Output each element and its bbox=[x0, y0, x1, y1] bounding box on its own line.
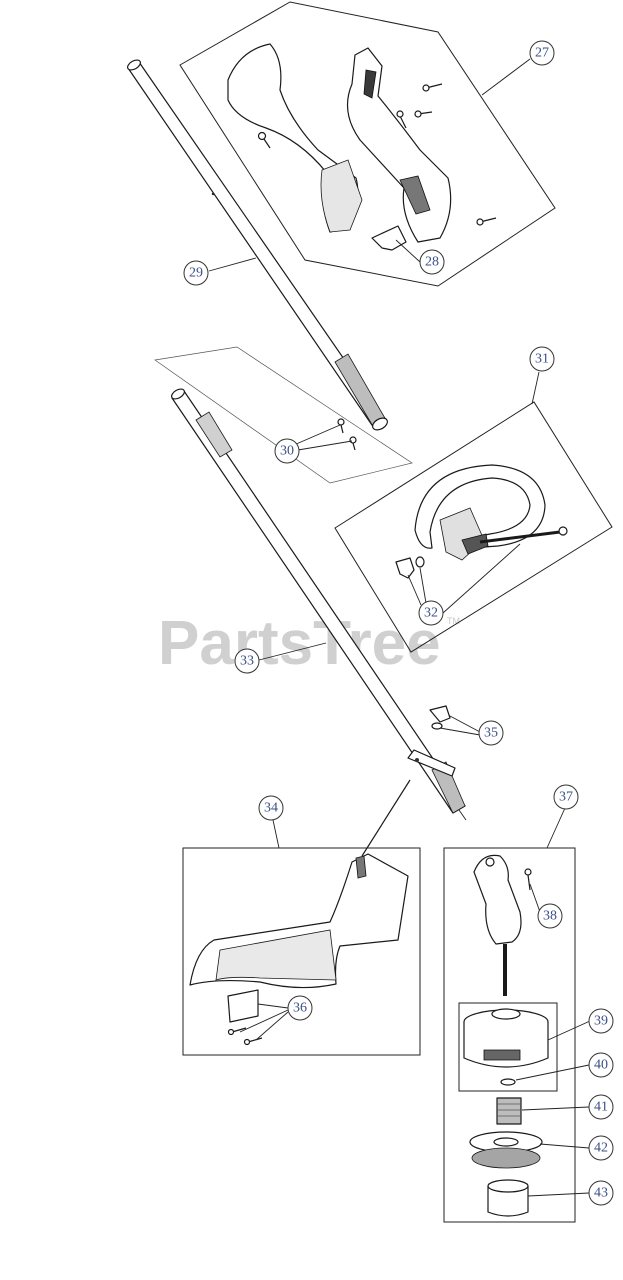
callout-label: 27 bbox=[535, 46, 549, 61]
callout-29[interactable]: 29 bbox=[183, 260, 209, 286]
callout-40[interactable]: 40 bbox=[588, 1052, 614, 1078]
trimmer-head-box bbox=[443, 847, 576, 1223]
callout-35[interactable]: 35 bbox=[478, 720, 504, 746]
spool-part bbox=[469, 1131, 543, 1169]
trigger-part bbox=[371, 225, 407, 251]
bump-knob-part bbox=[487, 1179, 529, 1217]
coupler-screws bbox=[337, 418, 357, 451]
callout-label: 35 bbox=[484, 726, 498, 741]
coupler-box bbox=[154, 346, 413, 484]
callout-label: 28 bbox=[425, 255, 439, 270]
callout-label: 38 bbox=[543, 909, 557, 924]
callout-43[interactable]: 43 bbox=[588, 1180, 614, 1206]
housing-screws bbox=[257, 83, 497, 226]
callout-label: 39 bbox=[594, 1014, 608, 1029]
callout-label: 34 bbox=[264, 801, 278, 816]
watermark-trademark: TM bbox=[447, 616, 460, 626]
callout-label: 33 bbox=[240, 654, 254, 669]
callout-label: 43 bbox=[594, 1186, 608, 1201]
callout-32[interactable]: 32 bbox=[418, 600, 444, 626]
guard-box bbox=[182, 847, 421, 1056]
callout-label: 31 bbox=[535, 352, 549, 367]
watermark-logo: PartsTree bbox=[158, 609, 441, 678]
callout-38[interactable]: 38 bbox=[537, 903, 563, 929]
callout-30[interactable]: 30 bbox=[274, 438, 300, 464]
callout-28[interactable]: 28 bbox=[419, 249, 445, 275]
callout-42[interactable]: 42 bbox=[588, 1135, 614, 1161]
callout-33[interactable]: 33 bbox=[234, 648, 260, 674]
callout-label: 32 bbox=[424, 606, 438, 621]
guard-bracket bbox=[407, 749, 456, 777]
clamp-knob bbox=[429, 705, 451, 730]
gear-head bbox=[473, 854, 532, 996]
callout-34[interactable]: 34 bbox=[258, 795, 284, 821]
handle-housing bbox=[227, 43, 497, 243]
callout-36[interactable]: 36 bbox=[287, 995, 313, 1021]
callout-label: 29 bbox=[189, 266, 203, 281]
callout-41[interactable]: 41 bbox=[588, 1094, 614, 1120]
washer-part bbox=[500, 1078, 516, 1086]
spring-part bbox=[496, 1097, 522, 1125]
grass-guard bbox=[189, 779, 411, 1046]
lower-shaft bbox=[171, 388, 467, 821]
callout-31[interactable]: 31 bbox=[529, 346, 555, 372]
leader-lines bbox=[208, 58, 591, 1197]
callout-label: 40 bbox=[594, 1058, 608, 1073]
callout-label: 30 bbox=[280, 444, 294, 459]
callout-label: 36 bbox=[293, 1001, 307, 1016]
callout-27[interactable]: 27 bbox=[529, 40, 555, 66]
callout-label: 42 bbox=[594, 1141, 608, 1156]
spool-inner-box bbox=[458, 1002, 558, 1092]
callout-39[interactable]: 39 bbox=[588, 1008, 614, 1034]
spool-housing bbox=[463, 1008, 549, 1068]
callout-label: 41 bbox=[594, 1100, 608, 1115]
callout-label: 37 bbox=[559, 790, 573, 805]
handle-assembly-box bbox=[179, 1, 556, 287]
loop-handle bbox=[395, 464, 568, 579]
upper-shaft bbox=[127, 59, 388, 431]
loop-handle-box bbox=[334, 401, 613, 653]
callout-37[interactable]: 37 bbox=[553, 784, 579, 810]
